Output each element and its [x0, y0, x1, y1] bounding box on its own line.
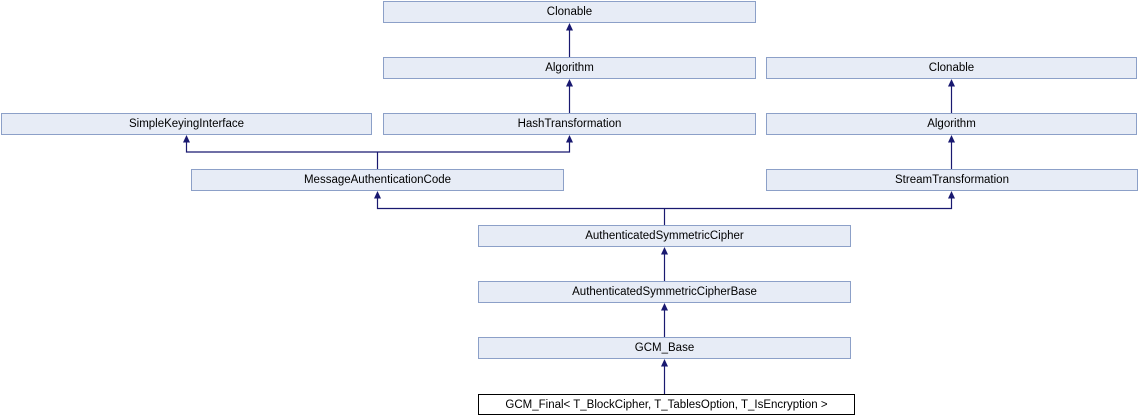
class-node-streamtransformation[interactable]: StreamTransformation — [766, 169, 1138, 191]
inheritance-edge-gcmbase-to-ascbase — [661, 303, 668, 337]
class-node-authenticatedsymmetriccipherbase[interactable]: AuthenticatedSymmetricCipherBase — [478, 281, 851, 303]
inheritance-edge-asc-to-parents — [374, 191, 955, 225]
class-node-authenticatedsymmetriccipher[interactable]: AuthenticatedSymmetricCipher — [478, 225, 851, 247]
inheritance-edge-streamtransformation-to-algorithm-right — [948, 135, 955, 169]
inheritance-edge-gcmfinal-to-gcmbase — [661, 359, 668, 394]
class-node-gcm-final: GCM_Final< T_BlockCipher, T_TablesOption… — [478, 394, 855, 415]
class-node-algorithm-right[interactable]: Algorithm — [766, 113, 1137, 135]
inheritance-edge-mac-to-parents — [183, 135, 573, 169]
class-node-simplekeyinginterface[interactable]: SimpleKeyingInterface — [1, 113, 372, 135]
class-node-algorithm-left[interactable]: Algorithm — [383, 57, 756, 79]
class-node-clonable-left[interactable]: Clonable — [383, 1, 756, 23]
inheritance-edge-algorithm-right-to-clonable-right — [948, 79, 955, 113]
inheritance-edge-hashtransformation-to-algorithm-left — [566, 79, 573, 113]
class-node-hashtransformation[interactable]: HashTransformation — [383, 113, 756, 135]
inheritance-edge-algorithm-left-to-clonable-left — [566, 23, 573, 57]
inheritance-edge-ascbase-to-asc — [661, 247, 668, 281]
class-node-gcm-base[interactable]: GCM_Base — [478, 337, 851, 359]
class-node-clonable-right[interactable]: Clonable — [766, 57, 1137, 79]
class-node-messageauthenticationcode[interactable]: MessageAuthenticationCode — [191, 169, 564, 191]
